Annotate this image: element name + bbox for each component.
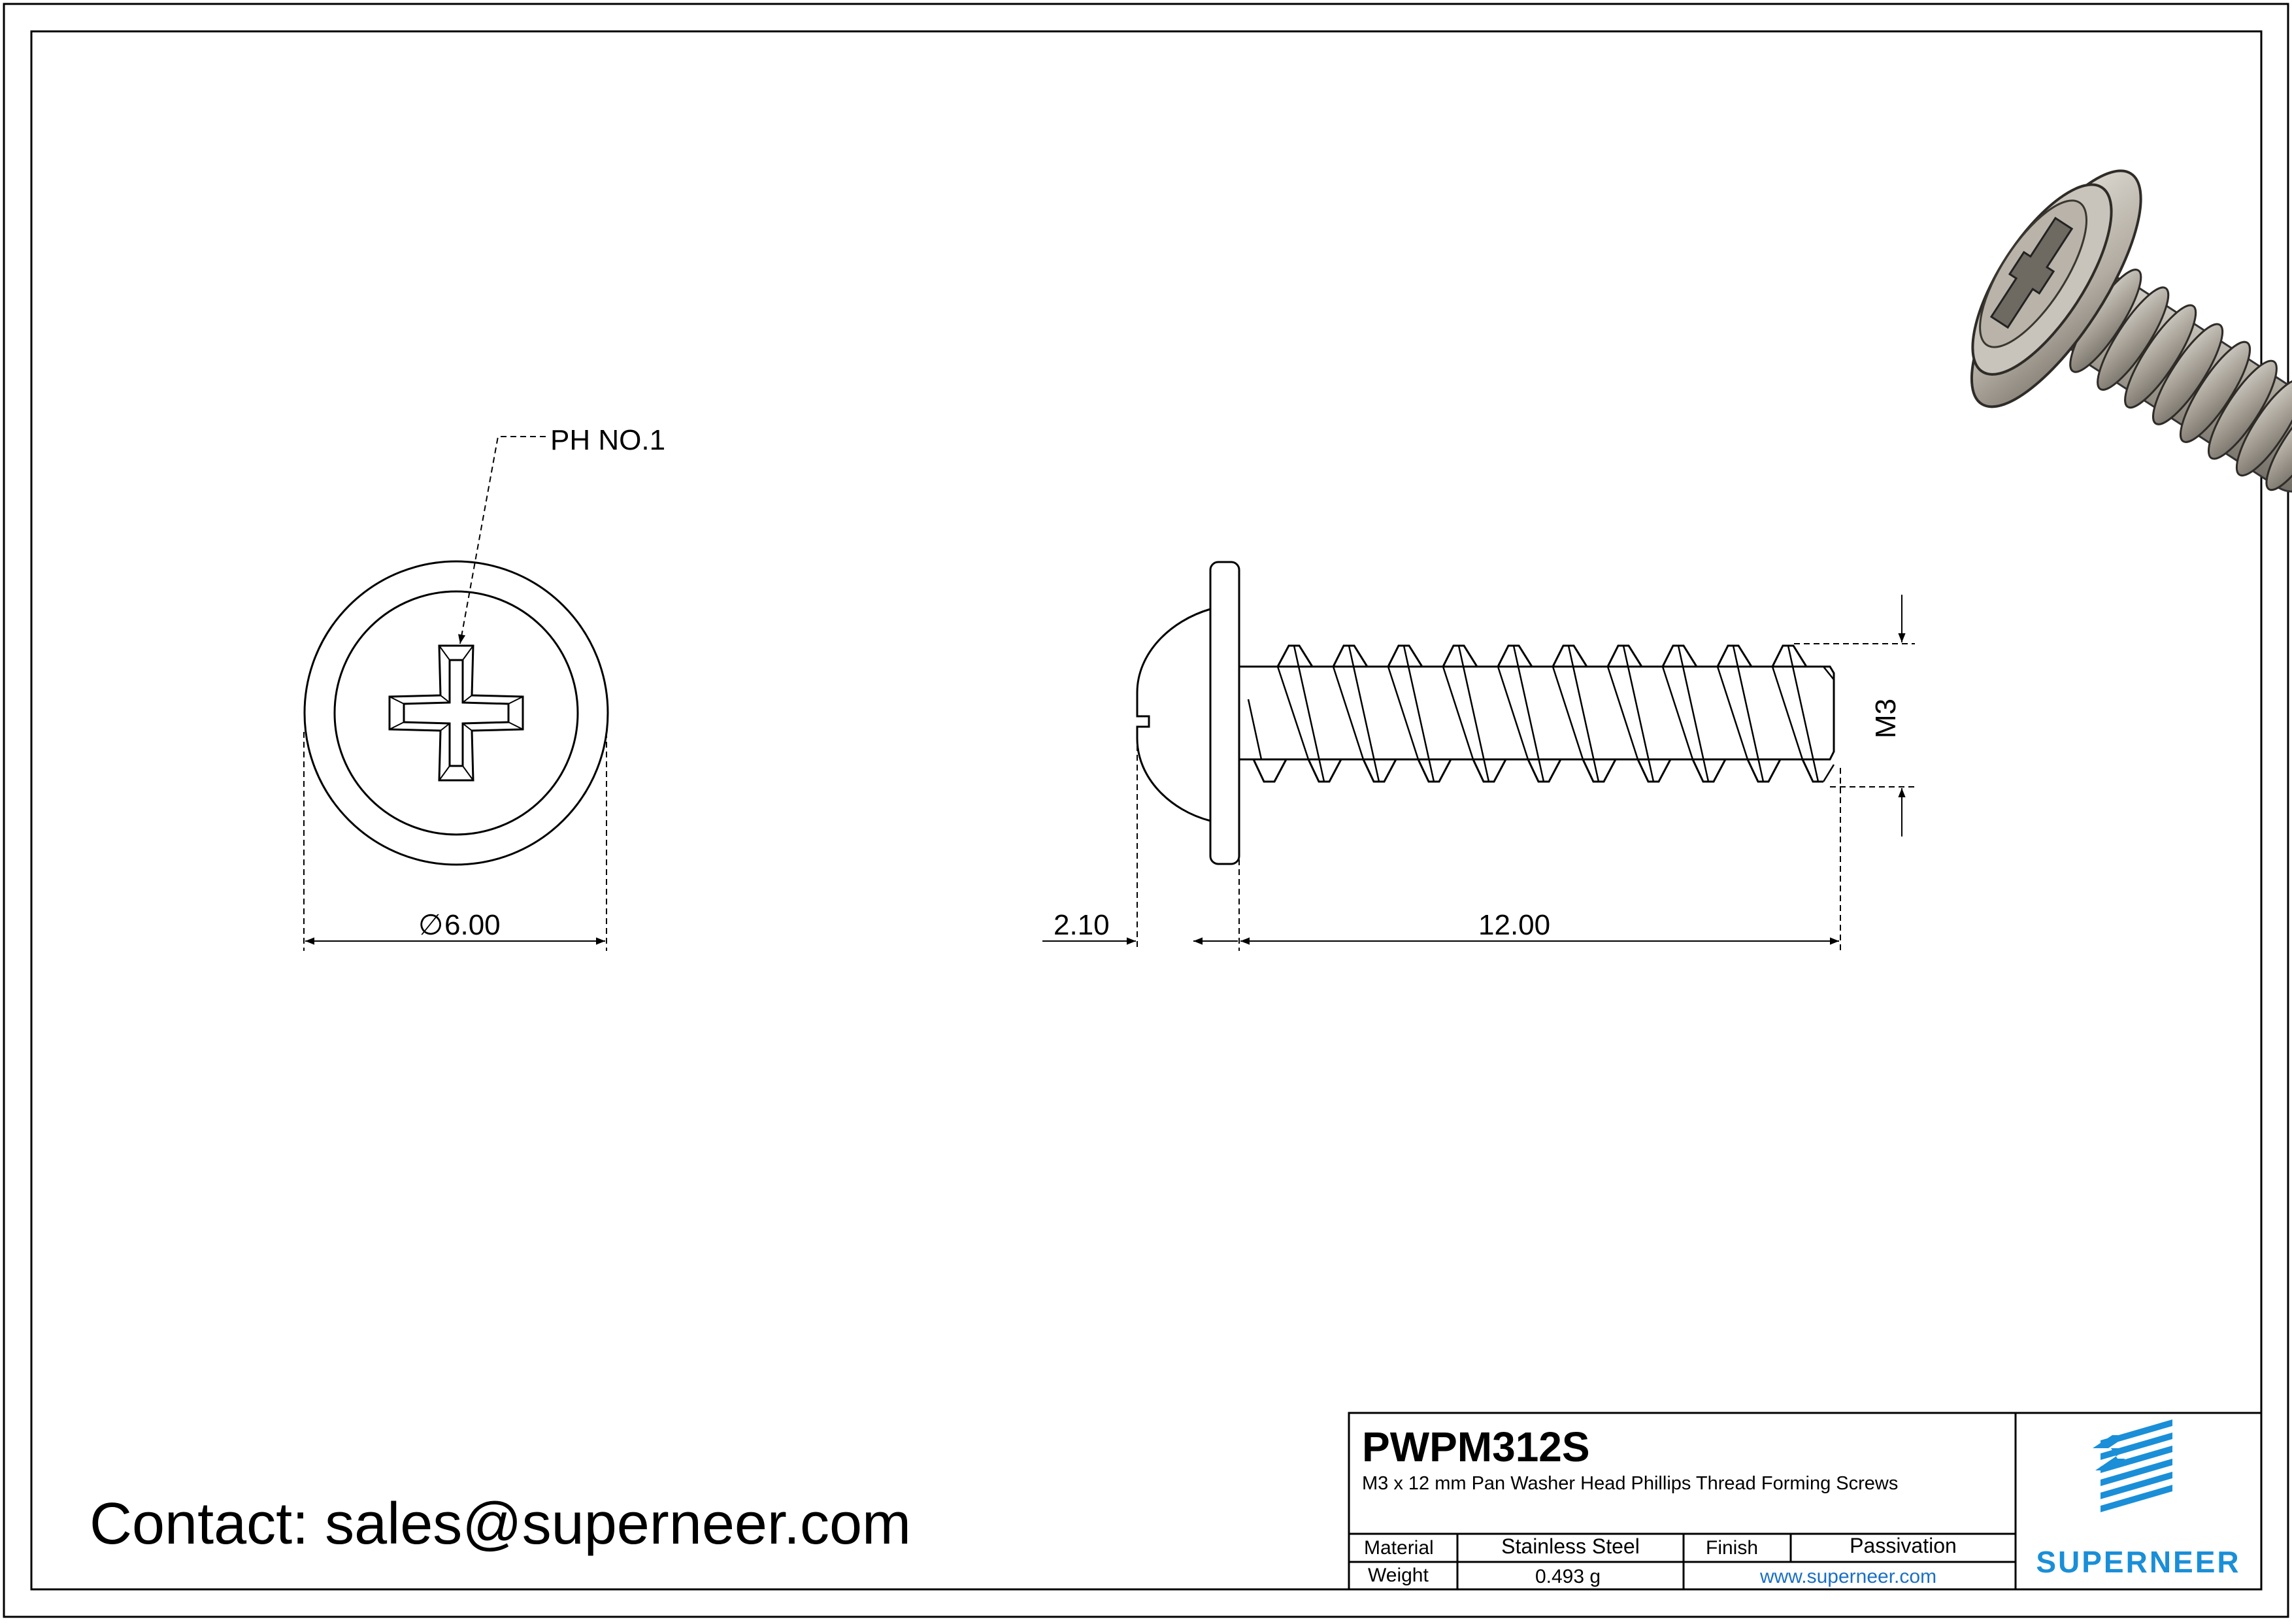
contact-text: Contact: sales@superneer.com — [90, 1491, 911, 1557]
weight-label: Weight — [1368, 1565, 1429, 1586]
part-code: PWPM312S — [1362, 1423, 1590, 1470]
material-label: Material — [1364, 1537, 1434, 1559]
material-value: Stainless Steel — [1501, 1534, 1640, 1558]
thread-helix — [1247, 645, 1819, 782]
top-view — [303, 560, 609, 866]
phillips-recess-inner — [403, 659, 510, 767]
diameter-symbol: ∅ — [418, 909, 443, 941]
title-block — [1348, 1412, 2263, 1591]
screw-3d-render — [1970, 169, 2292, 493]
finish-label: Finish — [1706, 1537, 1758, 1559]
head-height-value: 2.10 — [1054, 909, 1110, 941]
length-value: 12.00 — [1478, 909, 1550, 941]
washer-outline — [303, 560, 609, 866]
drive-leader: PH NO.1 — [458, 424, 665, 644]
phillips-recess-outer — [388, 644, 524, 782]
thread-dimension — [1794, 595, 1915, 837]
brand-name: SUPERNEER — [2036, 1545, 2240, 1579]
head-outline — [333, 590, 579, 836]
phillips-chamfers — [389, 645, 523, 781]
part-description: M3 x 12 mm Pan Washer Head Phillips Thre… — [1362, 1473, 1898, 1494]
finish-value: Passivation — [1850, 1534, 1957, 1557]
diameter-value: 6.00 — [444, 909, 501, 941]
inner-frame — [30, 30, 2263, 1591]
side-view — [1136, 561, 1835, 865]
thread-bottom — [1242, 758, 1823, 783]
diameter-dimension — [303, 732, 607, 951]
weight-value: 0.493 g — [1535, 1566, 1601, 1587]
thread-size-label: M3 — [1870, 699, 1902, 738]
head-dome — [1136, 608, 1211, 822]
washer-flange — [1209, 561, 1240, 865]
superneer-logo-icon — [2093, 1419, 2172, 1512]
website-link[interactable]: www.superneer.com — [1759, 1566, 1936, 1587]
thread-top — [1242, 644, 1808, 668]
outer-frame — [3, 3, 2289, 1618]
drive-label: PH NO.1 — [550, 424, 665, 456]
length-dimensions — [1042, 735, 1841, 951]
thread-tip — [1806, 665, 1835, 782]
